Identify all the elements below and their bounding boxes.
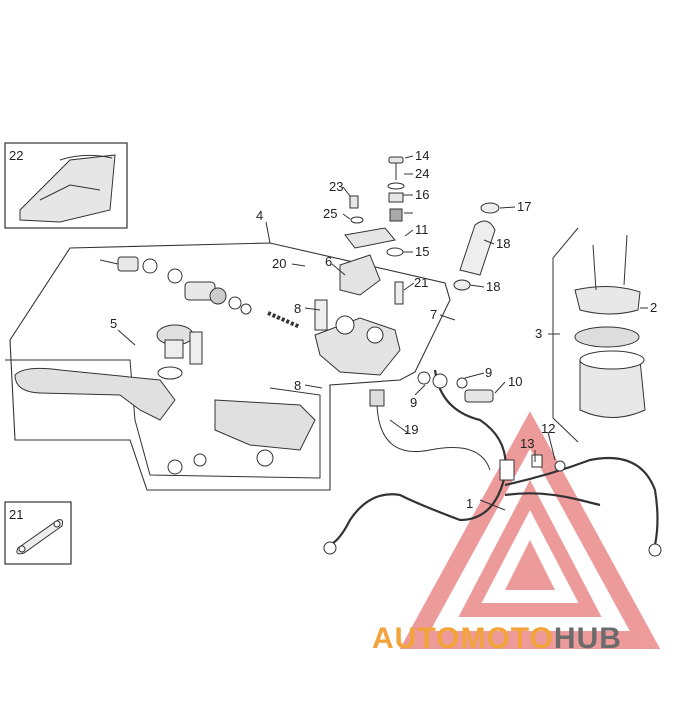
callout-label: 11 xyxy=(415,222,429,237)
callout-label: 15 xyxy=(415,244,429,259)
callout-label: 18 xyxy=(496,236,510,251)
callout-label: 25 xyxy=(323,206,337,221)
callout-label: 8 xyxy=(294,301,301,316)
inset-box-22 xyxy=(4,501,72,565)
watermark-part-1: AUTO xyxy=(372,622,460,655)
hose-fittings xyxy=(323,454,662,557)
master-cylinder-body xyxy=(314,254,404,376)
watermark-text: AUTOMOTOHUB xyxy=(372,622,622,655)
callout-label: 10 xyxy=(508,374,522,389)
callout-label: 23 xyxy=(329,179,343,194)
brake-lever xyxy=(14,324,316,475)
inset-box-23 xyxy=(4,142,128,229)
svg-text:AUTOMOTOHUB: AUTOMOTOHUB xyxy=(372,622,622,655)
callout-label: 20 xyxy=(272,256,286,271)
watermark-part-3: HUB xyxy=(554,622,622,655)
callout-label: 2 xyxy=(650,300,657,315)
callout-label: 18 xyxy=(486,279,500,294)
watermark-part-2: MOTO xyxy=(460,622,553,655)
callout-label: 6 xyxy=(325,254,332,269)
group-outline-5 xyxy=(5,359,321,479)
leader-lines xyxy=(117,155,648,511)
fastener-stack xyxy=(344,156,405,257)
callout-label: 16 xyxy=(415,187,429,202)
callout-label: 14 xyxy=(415,148,429,163)
callout-label: 8 xyxy=(294,378,301,393)
watermark-logo-icon xyxy=(399,411,661,649)
fluid-reservoir xyxy=(574,234,646,418)
callout-label: 4 xyxy=(256,208,263,223)
banjo-bolt xyxy=(417,371,494,403)
callout-label: 13 xyxy=(520,436,534,451)
callout-label: 22 xyxy=(9,148,23,163)
callout-label: 17 xyxy=(517,199,531,214)
callout-label: 9 xyxy=(410,395,417,410)
callout-label: 21 xyxy=(414,275,428,290)
group-outline-4 xyxy=(9,242,451,491)
reservoir-bracket xyxy=(552,227,579,443)
callout-label: 5 xyxy=(110,316,117,331)
hose-19 xyxy=(453,202,500,291)
brake-lines xyxy=(329,369,659,546)
piston-assembly xyxy=(99,256,301,329)
callout-label: 19 xyxy=(404,422,418,437)
callout-labels: 1 2 3 4 5 6 7 8 8 9 9 10 11 12 13 14 15 … xyxy=(9,148,657,522)
callout-label: 1 xyxy=(466,496,473,511)
brake-switch xyxy=(369,389,491,471)
callout-label: 24 xyxy=(415,166,429,181)
callout-label: 7 xyxy=(430,307,437,322)
callout-label: 12 xyxy=(541,421,555,436)
callout-label: 21 xyxy=(9,507,23,522)
callout-label: 9 xyxy=(485,365,492,380)
callout-label: 3 xyxy=(535,326,542,341)
